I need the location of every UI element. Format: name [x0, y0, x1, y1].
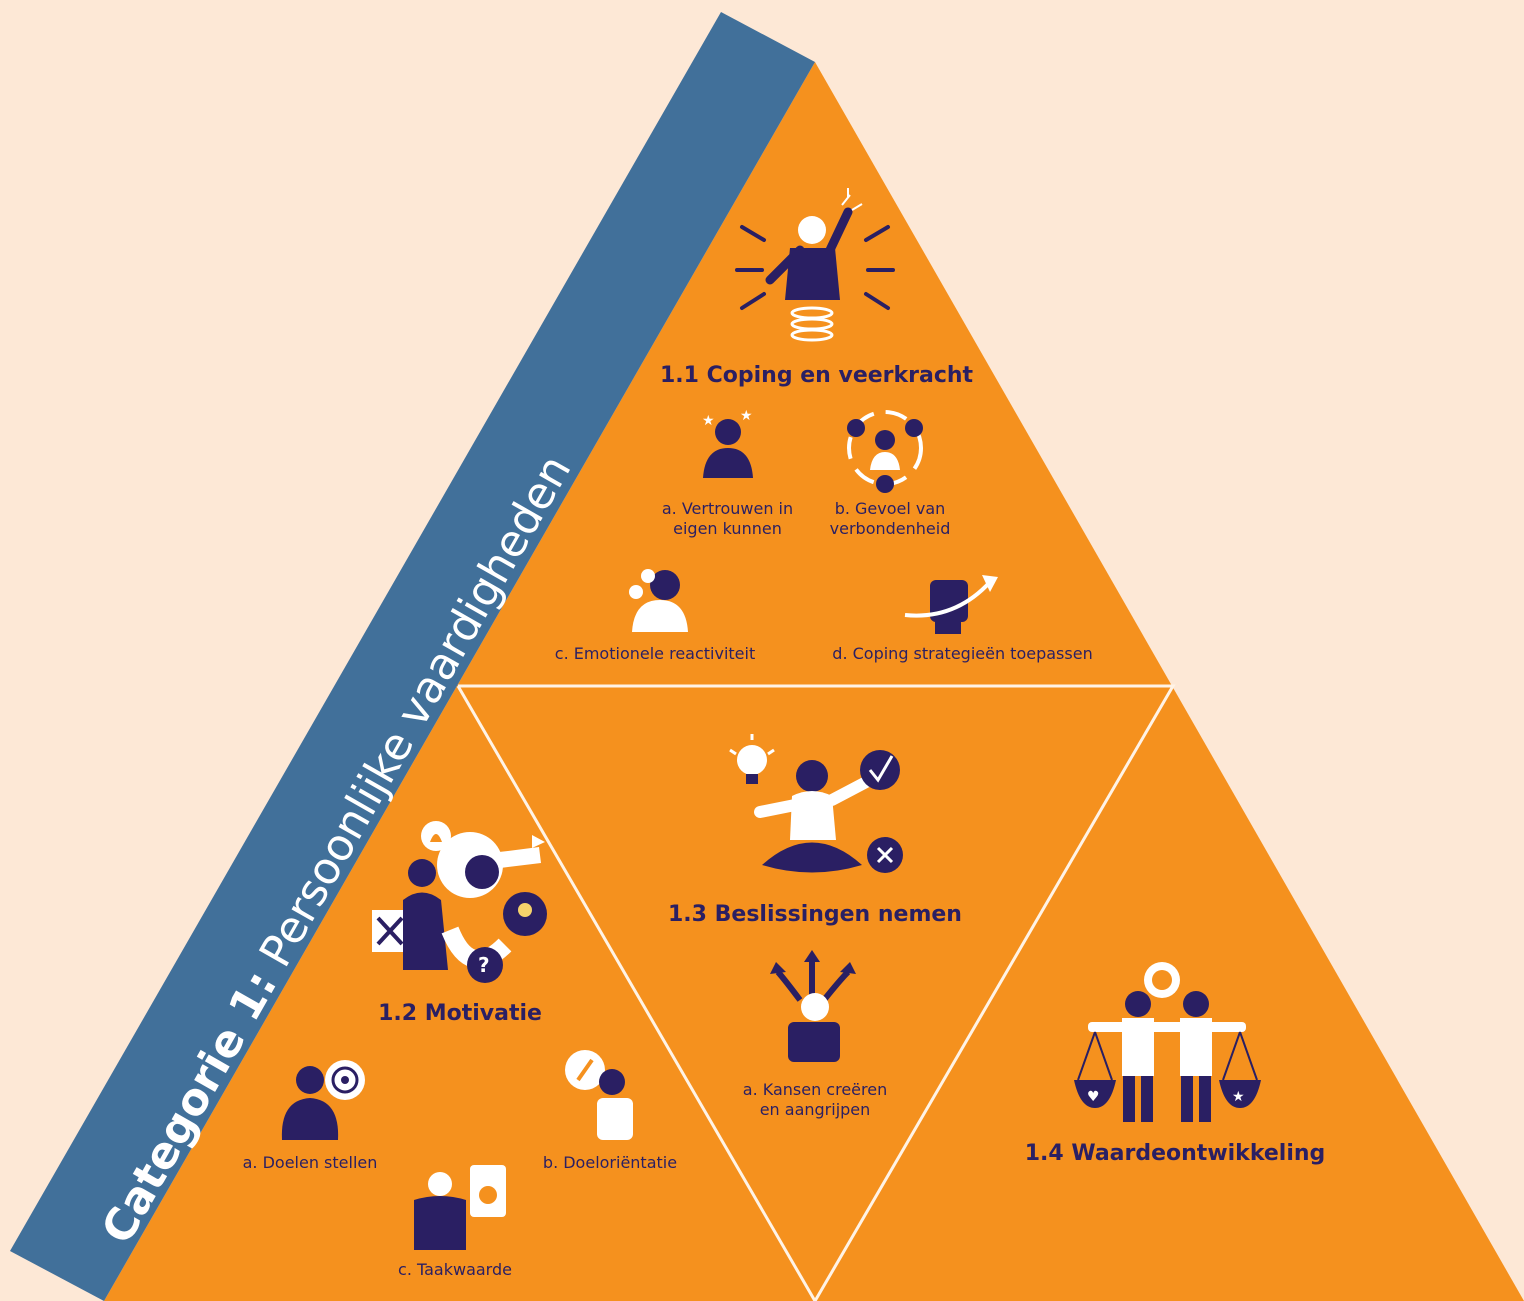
item-1-2-a: a. Doelen stellen [242, 1153, 378, 1172]
item-1-1-b: b. Gevoel van verbondenheid [829, 499, 951, 538]
person-decision-icon [729, 734, 903, 873]
emotional-reactivity-icon [629, 569, 688, 632]
balance-scale-people-icon: ♥ ★ [1074, 962, 1261, 1122]
section-title-1-4: 1.4 Waardeontwikkeling [1024, 1141, 1326, 1166]
svg-text:★: ★ [1232, 1089, 1245, 1105]
goal-setting-icon [281, 1060, 365, 1140]
svg-text:♥: ♥ [1087, 1089, 1100, 1105]
task-value-icon [414, 1165, 506, 1250]
connectedness-icon [847, 410, 923, 493]
svg-text:★: ★ [740, 408, 753, 424]
coping-fist-icon [904, 575, 998, 634]
item-1-1-c: c. Emotionele reactiviteit [554, 644, 756, 663]
confidence-icon: ★ ★ [702, 408, 753, 478]
goal-orientation-icon [565, 1050, 633, 1140]
category-band [10, 12, 815, 1301]
item-1-2-b: b. Doeloriëntatie [542, 1153, 678, 1172]
section-title-1-3: 1.3 Beslissingen nemen [668, 902, 962, 927]
item-1-1-d: d. Coping strategieën toepassen [832, 644, 1093, 663]
opportunity-paths-icon [770, 950, 856, 1062]
person-motivation-icon: ? [372, 821, 547, 983]
section-title-1-2: 1.2 Motivatie [378, 1001, 542, 1026]
section-title-1-1: 1.1 Coping en veerkracht [660, 363, 974, 388]
item-1-1-a: a. Vertrouwen in eigen kunnen [661, 499, 794, 538]
item-1-3-a: a. Kansen creëren en aangrijpen [742, 1080, 888, 1119]
section-dividers [456, 684, 1176, 1301]
svg-text:?: ? [478, 953, 490, 977]
item-1-2-c: c. Taakwaarde [398, 1260, 512, 1279]
svg-text:★: ★ [702, 413, 715, 429]
person-resilience-icon [735, 188, 895, 342]
